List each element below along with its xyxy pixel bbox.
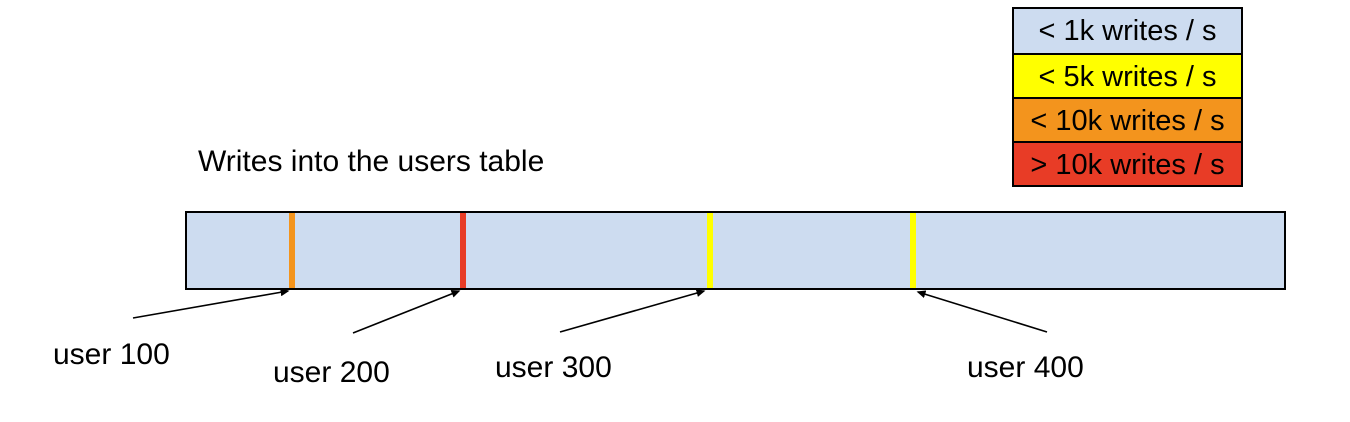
user-400-label: user 400 xyxy=(967,351,1084,384)
arrow-user-400 xyxy=(916,290,1048,333)
arrow-user-200 xyxy=(352,290,461,334)
diagram-title: Writes into the users table xyxy=(198,145,545,178)
user-100-label: user 100 xyxy=(53,338,170,371)
legend-item-label: < 1k writes / s xyxy=(1038,15,1217,47)
legend: < 1k writes / s < 5k writes / s < 10k wr… xyxy=(1012,7,1243,187)
write-hotspot-user-200 xyxy=(460,213,466,288)
users-table-bar xyxy=(185,211,1286,290)
write-hotspot-user-100 xyxy=(289,213,295,288)
write-hotspot-user-400 xyxy=(910,213,916,288)
legend-item-label: < 5k writes / s xyxy=(1038,61,1217,93)
arrow-user-100 xyxy=(132,288,290,319)
legend-item-label: < 10k writes / s xyxy=(1030,105,1225,137)
arrow-user-300 xyxy=(559,289,706,333)
legend-item-lt-1k: < 1k writes / s xyxy=(1014,9,1241,53)
legend-item-label: > 10k writes / s xyxy=(1030,149,1225,181)
legend-item-lt-10k: < 10k writes / s xyxy=(1014,97,1241,141)
write-hotspot-user-300 xyxy=(707,213,713,288)
legend-item-lt-5k: < 5k writes / s xyxy=(1014,53,1241,97)
legend-item-gt-10k: > 10k writes / s xyxy=(1014,141,1241,185)
user-200-label: user 200 xyxy=(273,356,390,389)
user-300-label: user 300 xyxy=(495,351,612,384)
